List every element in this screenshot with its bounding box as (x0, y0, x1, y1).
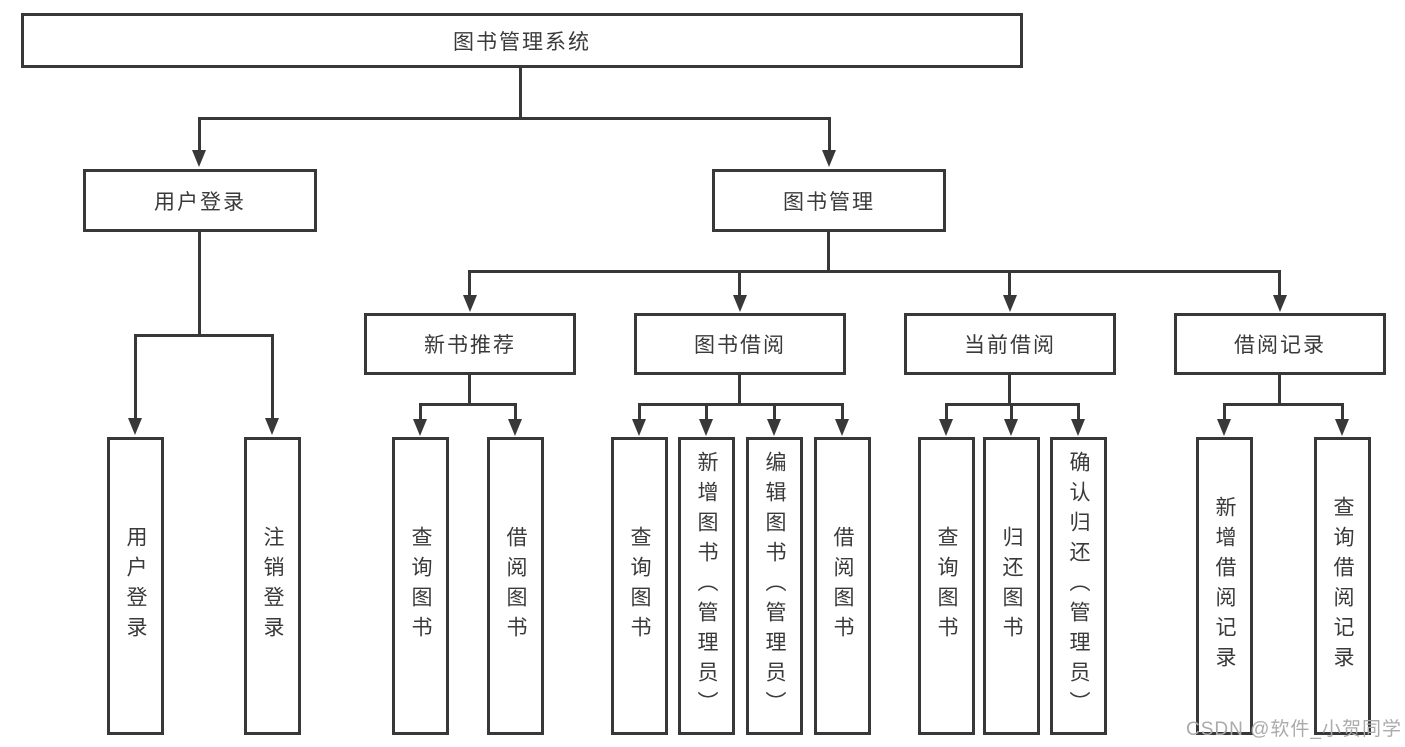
connector-bar (419, 403, 517, 406)
connector-level1-bar (198, 117, 831, 120)
connector-shaft (1077, 403, 1080, 420)
arrow-down-icon (463, 295, 477, 312)
leaf-label: 编辑图书（管理员） (763, 451, 786, 721)
leaf-search-books-recommend: 查询图书 (392, 437, 449, 735)
connector-bar (638, 403, 844, 406)
arrow-down-icon (1071, 419, 1085, 436)
connector-stem (1008, 375, 1011, 406)
connector-shaft (828, 117, 831, 151)
leaf-label: 新增图书（管理员） (695, 451, 718, 721)
connector-shaft (1008, 270, 1011, 296)
leaf-label: 归还图书 (1000, 526, 1023, 646)
leaf-label: 用户登录 (124, 526, 147, 646)
arrow-down-icon (733, 295, 747, 312)
arrow-down-icon (767, 419, 781, 436)
arrow-down-icon (822, 150, 836, 167)
node-label: 图书借阅 (694, 334, 786, 357)
connector-shaft (514, 403, 517, 420)
connector-shaft (638, 403, 641, 420)
leaf-label: 注销登录 (261, 526, 284, 646)
arrow-down-icon (835, 419, 849, 436)
arrow-down-icon (632, 419, 646, 436)
leaf-search-borrow-record: 查询借阅记录 (1314, 437, 1371, 735)
connector-shaft (198, 117, 201, 151)
node-label: 新书推荐 (424, 334, 516, 357)
connector-shaft (841, 403, 844, 420)
connector-shaft (419, 403, 422, 420)
leaf-add-books-admin: 新增图书（管理员） (678, 437, 735, 735)
connector-root-stem (519, 66, 522, 119)
connector-shaft (271, 334, 274, 419)
csdn-watermark: CSDN @软件_小贺同学 (1186, 719, 1402, 740)
connector-stem (1278, 375, 1281, 406)
leaf-search-books-borrow: 查询图书 (611, 437, 668, 735)
connector-shaft (773, 403, 776, 420)
connector-shaft (1341, 403, 1344, 420)
node-book-management: 图书管理 (712, 169, 946, 232)
connector-bar (1223, 403, 1344, 406)
arrow-down-icon (699, 419, 713, 436)
arrow-down-icon (1273, 295, 1287, 312)
arrow-down-icon (265, 418, 279, 435)
connector-stem (738, 375, 741, 406)
leaf-return-books: 归还图书 (983, 437, 1040, 735)
node-current-borrowing: 当前借阅 (904, 313, 1116, 375)
connector-shaft (705, 403, 708, 420)
connector-shaft (1010, 403, 1013, 420)
leaf-logout: 注销登录 (244, 437, 301, 735)
leaf-label: 借阅图书 (831, 526, 854, 646)
leaf-label: 查询图书 (935, 526, 958, 646)
leaf-label: 查询图书 (628, 526, 651, 646)
node-user-login: 用户登录 (83, 169, 317, 232)
connector-user-login-bar (134, 334, 274, 337)
connector-shaft (1278, 270, 1281, 296)
connector-shaft (945, 403, 948, 420)
arrow-down-icon (939, 419, 953, 436)
node-book-borrowing: 图书借阅 (634, 313, 846, 375)
node-borrowing-records: 借阅记录 (1174, 313, 1386, 375)
arrow-down-icon (1217, 419, 1231, 436)
node-label: 用户登录 (154, 190, 246, 214)
leaf-add-borrow-record: 新增借阅记录 (1196, 437, 1253, 735)
leaf-label: 借阅图书 (504, 526, 527, 646)
arrow-down-icon (413, 419, 427, 436)
connector-shaft (468, 270, 471, 296)
arrow-down-icon (508, 419, 522, 436)
connector-level2-bar (468, 270, 1281, 273)
arrow-down-icon (1004, 419, 1018, 436)
node-new-book-recommendation: 新书推荐 (364, 313, 576, 375)
leaf-label: 新增借阅记录 (1213, 496, 1236, 676)
connector-shaft (134, 334, 137, 419)
node-label: 图书管理系统 (453, 30, 591, 54)
leaf-label: 查询图书 (409, 526, 432, 646)
arrow-down-icon (1335, 419, 1349, 436)
leaf-label: 确认归还（管理员） (1067, 451, 1090, 721)
node-library-management-system: 图书管理系统 (21, 13, 1023, 68)
leaf-borrow-books: 借阅图书 (814, 437, 871, 735)
leaf-borrow-books-recommend: 借阅图书 (487, 437, 544, 735)
leaf-edit-books-admin: 编辑图书（管理员） (746, 437, 803, 735)
leaf-confirm-return-admin: 确认归还（管理员） (1050, 437, 1107, 735)
leaf-label: 查询借阅记录 (1331, 496, 1354, 676)
arrow-down-icon (192, 150, 206, 167)
node-label: 图书管理 (783, 190, 875, 214)
leaf-user-login: 用户登录 (107, 437, 164, 735)
arrow-down-icon (1003, 295, 1017, 312)
node-label: 借阅记录 (1234, 334, 1326, 357)
connector-book-mgmt-stem (827, 232, 830, 273)
arrow-down-icon (128, 418, 142, 435)
connector-shaft (1223, 403, 1226, 420)
connector-shaft (738, 270, 741, 296)
leaf-search-books-current: 查询图书 (918, 437, 975, 735)
connector-stem (468, 375, 471, 406)
node-label: 当前借阅 (964, 334, 1056, 357)
connector-user-login-stem (198, 232, 201, 336)
